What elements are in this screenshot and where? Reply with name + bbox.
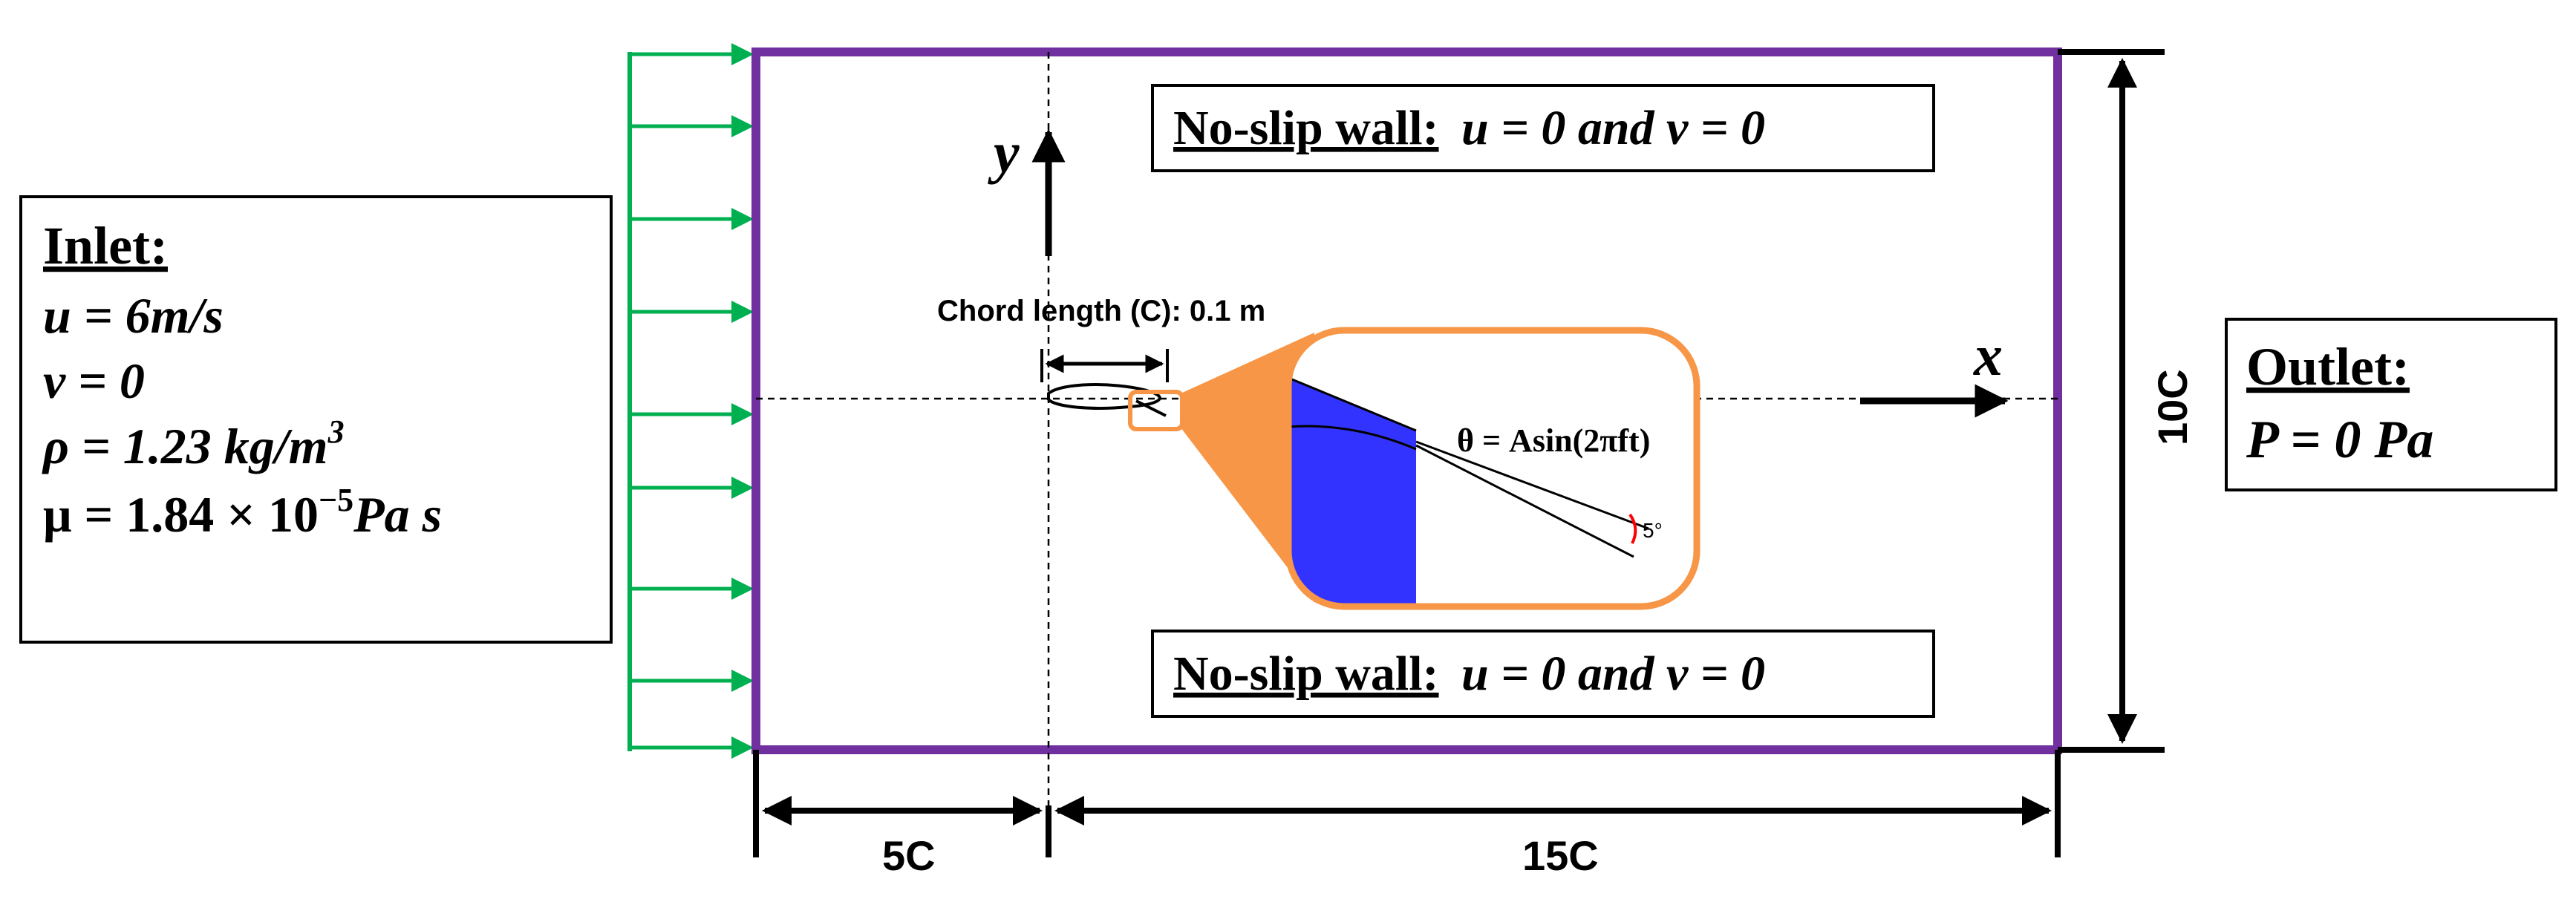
inset-rotated-line — [1415, 444, 1634, 558]
length-dimensions: 5C 15C — [753, 750, 2061, 879]
inlet-velocity-u: u = 6m/s — [43, 287, 224, 344]
bottom-wall-label: No-slip wall: — [1173, 647, 1439, 701]
computational-domain — [751, 48, 2062, 754]
top-wall-box: No-slip wall: u = 0 and v = 0 — [1151, 84, 1935, 172]
upstream-dimension-label: 5C — [882, 832, 936, 879]
inlet-viscosity-unit: Pa s — [353, 486, 442, 543]
trailing-edge-inset: 5° θ = Asin(2πft) — [1285, 327, 1701, 610]
inlet-velocity-v: v = 0 — [43, 353, 145, 409]
inlet-density: ρ = 1.23 kg/m — [42, 418, 328, 474]
zoom-connector — [1181, 333, 1314, 603]
x-axis-label: x — [1973, 323, 2003, 388]
height-dimension-label: 10C — [2149, 369, 2196, 445]
outlet-box: Outlet: P = 0 Pa — [2225, 318, 2557, 491]
svg-text:No-slip wall: u = 0 and: No-slip wall: u = 0 and v = 0 — [1173, 647, 1765, 701]
top-wall-condition: u = 0 and v = 0 — [1461, 101, 1765, 155]
inlet-viscosity-exponent: −5 — [319, 482, 353, 518]
airfoil — [1047, 383, 1167, 417]
inlet-density-exponent: 3 — [327, 413, 345, 450]
inlet-box: Inlet: u = 6m/s v = 0 ρ = 1.23 kg/m3 μ =… — [19, 195, 613, 644]
height-dimension: 10C — [2058, 49, 2196, 753]
outlet-title: Outlet: — [2246, 337, 2410, 396]
inset-equation: θ = Asin(2πft) — [1457, 422, 1650, 459]
inlet-flow-arrows — [627, 43, 754, 759]
top-wall-label: No-slip wall: — [1173, 101, 1439, 155]
svg-text:μ = 1.84 × 10−5Pa s: μ = 1.84 × 10−5Pa s — [43, 482, 442, 543]
angle-marker — [1628, 513, 1637, 544]
bottom-wall-condition: u = 0 and v = 0 — [1461, 647, 1765, 701]
svg-text:ρ = 1.23 kg/m3: ρ = 1.23 kg/m3 — [42, 413, 345, 474]
inset-reference-line — [1415, 440, 1649, 530]
downstream-dimension-label: 15C — [1522, 832, 1599, 879]
inlet-viscosity: μ = 1.84 × 10 — [43, 486, 319, 543]
y-axis-label: y — [988, 120, 1020, 185]
inlet-title: Inlet: — [43, 216, 168, 275]
bottom-wall-box: No-slip wall: u = 0 and v = 0 — [1151, 630, 1935, 718]
svg-text:No-slip wall: u = 0 and: No-slip wall: u = 0 and v = 0 — [1173, 101, 1765, 155]
outlet-condition: P = 0 Pa — [2246, 410, 2433, 469]
chord-length-label: Chord length (C): 0.1 m — [937, 295, 1265, 327]
inset-angle-label: 5° — [1643, 519, 1663, 542]
